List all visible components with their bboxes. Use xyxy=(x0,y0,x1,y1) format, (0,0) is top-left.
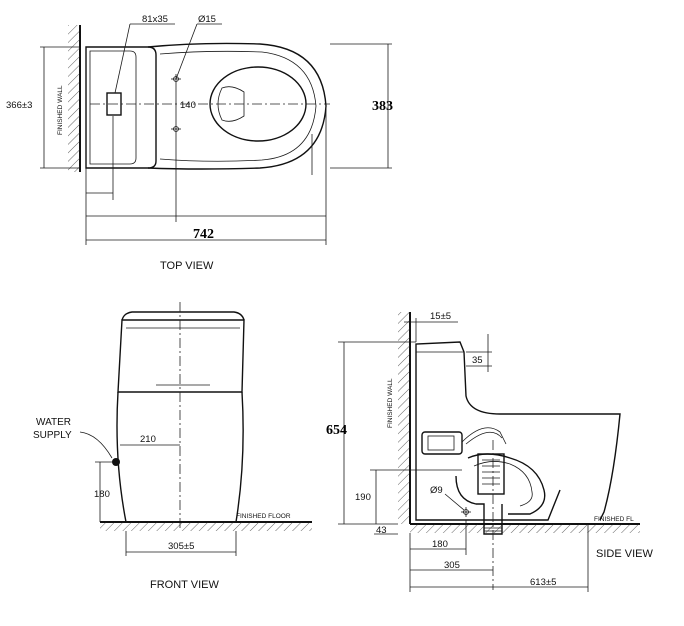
top-view-title: TOP VIEW xyxy=(160,260,214,272)
label-supply: SUPPLY xyxy=(33,430,72,441)
side-view: FINISHED WALL FINISHED FL Ø9 xyxy=(326,311,653,592)
front-lid xyxy=(121,311,245,321)
top-bowl-rim xyxy=(159,50,317,162)
dim-side-305: 305 xyxy=(444,560,460,571)
side-view-title: SIDE VIEW xyxy=(596,548,653,560)
label-finished-wall-side: FINISHED WALL xyxy=(387,378,394,428)
dim-side-top-offset: 15±5 xyxy=(430,311,451,322)
dim-side-180: 180 xyxy=(432,539,448,550)
front-floor-hatch xyxy=(100,522,312,531)
dim-front-center: 210 xyxy=(140,434,156,445)
dim-side-height: 654 xyxy=(326,423,347,438)
water-supply-point xyxy=(112,458,120,466)
dim-side-depth: 613±5 xyxy=(530,577,556,588)
label-water: WATER xyxy=(36,417,71,428)
dim-hole-spacing: 140 xyxy=(180,100,196,111)
top-drain xyxy=(217,86,245,122)
dim-top-height: 383 xyxy=(372,99,393,114)
side-outlet-pipe xyxy=(455,475,503,535)
side-outlet-flange xyxy=(477,453,505,495)
dim-front-base: 305±5 xyxy=(168,541,194,552)
dim-top-width: 366±3 xyxy=(6,100,32,111)
side-wall-hatch xyxy=(398,312,410,524)
label-finished-wall-top: FINISHED WALL xyxy=(57,85,64,135)
dim-front-supply-height: 180 xyxy=(94,489,110,500)
dim-side-outlet-dia: Ø9 xyxy=(430,485,443,496)
dim-side-base: 43 xyxy=(376,525,387,536)
dim-side-outlet-height: 190 xyxy=(355,492,371,503)
top-tank-inner xyxy=(89,50,137,165)
label-finished-floor-side: FINISHED FL xyxy=(594,516,634,523)
side-profile xyxy=(415,341,621,521)
top-bowl-outline xyxy=(147,42,327,170)
side-body-base xyxy=(415,352,561,521)
side-floor-hatch xyxy=(410,524,640,533)
front-tank xyxy=(117,319,245,393)
dim-top-length: 742 xyxy=(193,227,214,242)
label-finished-floor-front: FINISHED FLOOR xyxy=(236,513,291,520)
front-view: FINISHED FLOOR WATER SUPPLY 210 180 305±… xyxy=(33,302,312,591)
dim-hole-dia: Ø15 xyxy=(198,14,216,25)
top-view: 140 81x35 Ø15 366±3 FINISHED WALL 383 74… xyxy=(6,14,393,272)
top-wall-hatch xyxy=(68,25,80,172)
front-view-title: FRONT VIEW xyxy=(150,579,219,591)
side-tank-valve xyxy=(421,431,463,455)
dim-opening: 81x35 xyxy=(142,14,168,25)
dim-side-lid-height: 35 xyxy=(472,355,483,366)
